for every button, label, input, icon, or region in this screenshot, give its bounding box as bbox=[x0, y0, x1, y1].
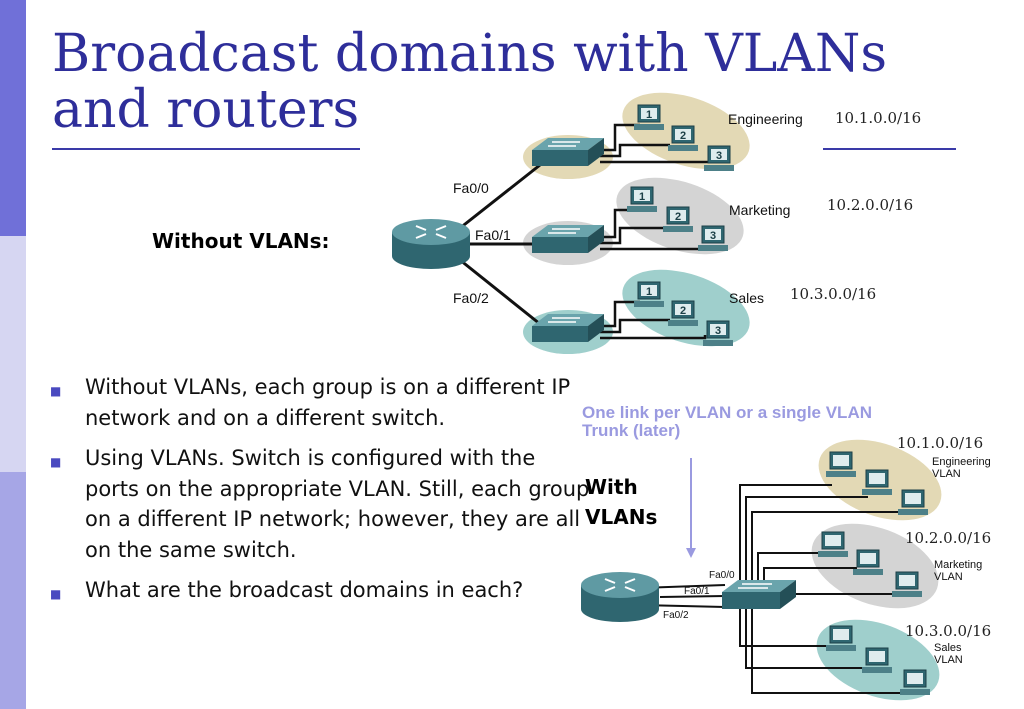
callout-arrow-head-icon bbox=[686, 548, 696, 558]
pc-icon bbox=[704, 145, 734, 171]
port-label-fa0-1: Fa0/1 bbox=[684, 586, 710, 597]
sidebar-segment-dark bbox=[0, 0, 26, 236]
port-label-fa0-0: Fa0/0 bbox=[709, 570, 735, 581]
trunk-callout-line: One link per VLAN or a single VLAN bbox=[582, 403, 872, 422]
pc-icon bbox=[668, 300, 698, 326]
subnet-label: 10.3.0.0/16 bbox=[790, 285, 876, 303]
vlan-name-label: VLAN bbox=[934, 654, 963, 666]
subnet-label: 10.2.0.0/16 bbox=[905, 529, 991, 547]
vlan-name-label: VLAN bbox=[932, 468, 961, 480]
router-icon bbox=[392, 219, 470, 269]
vlan-name-label: Marketing bbox=[934, 559, 982, 571]
pc-number-label: 3 bbox=[716, 150, 722, 162]
pc-icon bbox=[826, 451, 856, 477]
port-label-fa0-2: Fa0/2 bbox=[663, 610, 689, 621]
pc-icon bbox=[826, 625, 856, 651]
subnet-label: 10.1.0.0/16 bbox=[897, 434, 983, 452]
pc-icon bbox=[634, 281, 664, 307]
pc-number-label: 1 bbox=[646, 286, 652, 298]
port-label-fa0-0: Fa0/0 bbox=[453, 180, 489, 196]
port-label-fa0-1: Fa0/1 bbox=[475, 227, 511, 243]
bullet-item: ■ Using VLANs. Switch is configured with … bbox=[50, 443, 590, 565]
link-fa0-0 bbox=[454, 163, 541, 234]
title-underline-left bbox=[52, 148, 360, 150]
bullet-marker-icon: ■ bbox=[50, 455, 62, 469]
subnet-label: 10.3.0.0/16 bbox=[905, 622, 991, 640]
bullet-marker-icon: ■ bbox=[50, 384, 62, 398]
trunk-callout-line: Trunk (later) bbox=[582, 421, 680, 440]
with-vlans-heading-line: VLANs bbox=[585, 505, 658, 529]
pc-icon bbox=[818, 531, 848, 557]
pc-icon bbox=[900, 669, 930, 695]
pc-number-label: 3 bbox=[710, 230, 716, 242]
group-label-sales: Sales bbox=[729, 290, 764, 306]
bullet-list: ■ Without VLANs, each group is on a diffe… bbox=[50, 372, 590, 616]
bullet-text: Without VLANs, each group is on a differ… bbox=[85, 375, 571, 430]
with-vlans-heading-line: With bbox=[585, 475, 638, 499]
pc-number-label: 2 bbox=[680, 305, 686, 317]
subnet-label: 10.2.0.0/16 bbox=[827, 196, 913, 214]
bullet-text: What are the broadcast domains in each? bbox=[85, 578, 524, 602]
pc-icon bbox=[663, 206, 693, 232]
pc-icon bbox=[668, 125, 698, 151]
vlan-switch-icon bbox=[722, 580, 796, 609]
router-icon bbox=[581, 572, 659, 622]
title-underline-right bbox=[823, 148, 956, 150]
pc-icon bbox=[627, 186, 657, 212]
pc-number-label: 1 bbox=[639, 191, 645, 203]
pc-icon bbox=[862, 647, 892, 673]
pc-icon bbox=[634, 104, 664, 130]
bullet-item: ■ What are the broadcast domains in each? bbox=[50, 575, 590, 606]
pc-icon bbox=[853, 549, 883, 575]
pc-number-label: 1 bbox=[646, 109, 652, 121]
sidebar-segment-light bbox=[0, 236, 26, 472]
pc-icon bbox=[892, 571, 922, 597]
slide-title: Broadcast domains with VLANs and routers bbox=[52, 24, 888, 140]
sales-switch-icon bbox=[532, 314, 604, 342]
vlan-name-label: VLAN bbox=[934, 571, 963, 583]
bullet-item: ■ Without VLANs, each group is on a diffe… bbox=[50, 372, 590, 433]
without-vlans-heading: Without VLANs: bbox=[152, 229, 330, 253]
sales-wires bbox=[600, 300, 707, 340]
marketing-switch-icon bbox=[532, 225, 604, 253]
pc-icon bbox=[898, 489, 928, 515]
engineering-switch-icon bbox=[532, 138, 604, 166]
bullet-text: Using VLANs. Switch is configured with t… bbox=[85, 446, 590, 562]
pc-icon bbox=[862, 469, 892, 495]
vlan-switch-wires bbox=[739, 484, 904, 694]
with-vlans-heading: With VLANs bbox=[585, 472, 657, 532]
pc-number-label: 2 bbox=[675, 211, 681, 223]
vlan-name-label: Sales bbox=[934, 642, 962, 654]
pc-number-label: 3 bbox=[715, 325, 721, 337]
pc-icon bbox=[703, 320, 733, 346]
link-fa0-2 bbox=[454, 254, 541, 326]
sidebar-segment-mid bbox=[0, 472, 26, 709]
bullet-marker-icon: ■ bbox=[50, 587, 62, 601]
vlan-name-label: Engineering bbox=[932, 456, 991, 468]
port-label-fa0-2: Fa0/2 bbox=[453, 290, 489, 306]
pc-number-label: 2 bbox=[680, 130, 686, 142]
sidebar-accent bbox=[0, 0, 26, 709]
subnet-label: 10.1.0.0/16 bbox=[835, 109, 921, 127]
pc-icon bbox=[698, 225, 728, 251]
group-label-marketing: Marketing bbox=[729, 202, 790, 218]
group-label-engineering: Engineering bbox=[728, 111, 803, 127]
